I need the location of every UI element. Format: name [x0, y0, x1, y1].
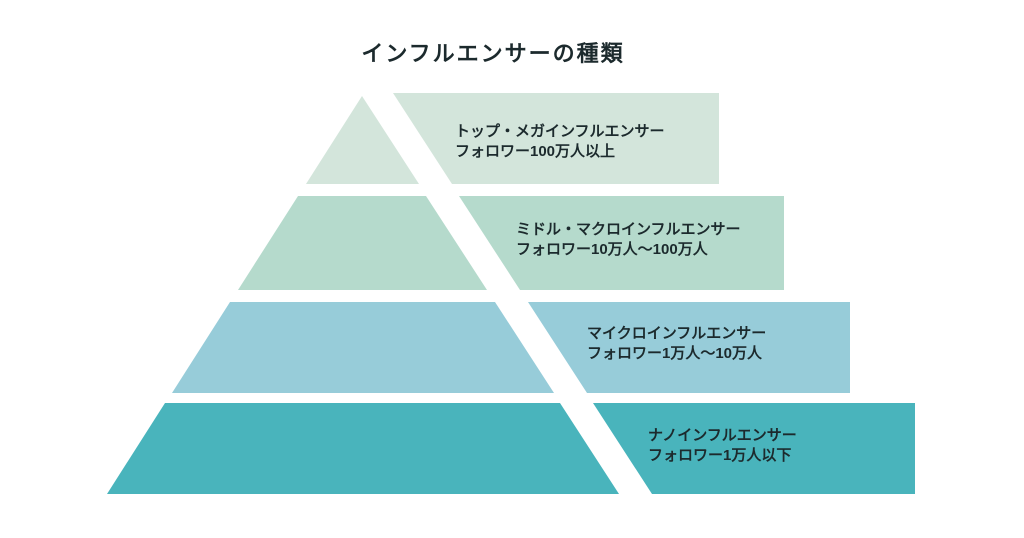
- pyramid-tier-1-triangle: [306, 96, 419, 184]
- tier-1-name: トップ・メガインフルエンサー: [455, 123, 665, 140]
- tier-4-name: ナノインフルエンサー: [648, 427, 797, 444]
- tier-2-followers: フォロワー10万人〜100万人: [516, 241, 708, 258]
- tier-4-label: ナノインフルエンサー フォロワー1万人以下: [648, 426, 797, 466]
- pyramid-tier-4-triangle: [107, 403, 619, 494]
- pyramid-tier-3-triangle: [172, 302, 554, 393]
- pyramid-tier-2-triangle: [238, 196, 487, 290]
- tier-3-label: マイクロインフルエンサー フォロワー1万人〜10万人: [587, 324, 766, 364]
- pyramid-tier-4-band: [593, 403, 915, 494]
- tier-3-followers: フォロワー1万人〜10万人: [587, 345, 763, 362]
- tier-1-followers: フォロワー100万人以上: [455, 143, 616, 160]
- pyramid-tier-2-band: [459, 196, 784, 290]
- tier-2-label: ミドル・マクロインフルエンサー フォロワー10万人〜100万人: [516, 220, 741, 260]
- tier-4-followers: フォロワー1万人以下: [648, 447, 792, 464]
- tier-3-name: マイクロインフルエンサー: [587, 325, 767, 342]
- page-title: インフルエンサーの種類: [361, 41, 625, 66]
- tier-1-label: トップ・メガインフルエンサー フォロワー100万人以上: [455, 122, 665, 162]
- pyramid-tier-3-band: [528, 302, 850, 393]
- tier-2-name: ミドル・マクロインフルエンサー: [516, 221, 741, 238]
- pyramid-tier-1-band: [393, 93, 719, 184]
